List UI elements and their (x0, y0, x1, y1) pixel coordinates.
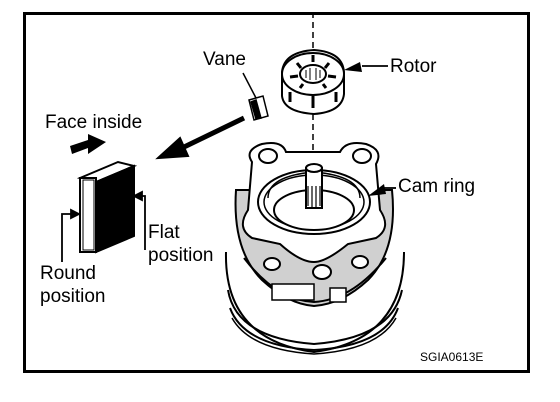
pump-body (224, 142, 405, 355)
rotor-part (281, 48, 345, 116)
face-inside-label: Face inside (45, 112, 143, 133)
flat-position-pointer (131, 190, 146, 250)
round-position-pointer (61, 208, 82, 262)
cam-ring-label: Cam ring (398, 176, 476, 197)
round-position-label-line1: Round (40, 263, 96, 284)
vane-enlarged-block (76, 160, 138, 254)
rotor-label: Rotor (390, 56, 437, 77)
flat-position-label-line1: Flat (148, 222, 180, 243)
rotor-pointer (344, 62, 388, 72)
vane-small (248, 95, 269, 121)
vane-pointer (242, 72, 257, 99)
vane-label: Vane (203, 49, 246, 70)
round-position-label-line2: position (40, 286, 106, 307)
figure-code: SGIA0613E (420, 350, 484, 364)
face-inside-arrow (70, 134, 106, 154)
flat-position-label-line2: position (148, 245, 214, 266)
enlarge-arrow (155, 115, 246, 160)
cam-ring-pointer (368, 184, 396, 196)
